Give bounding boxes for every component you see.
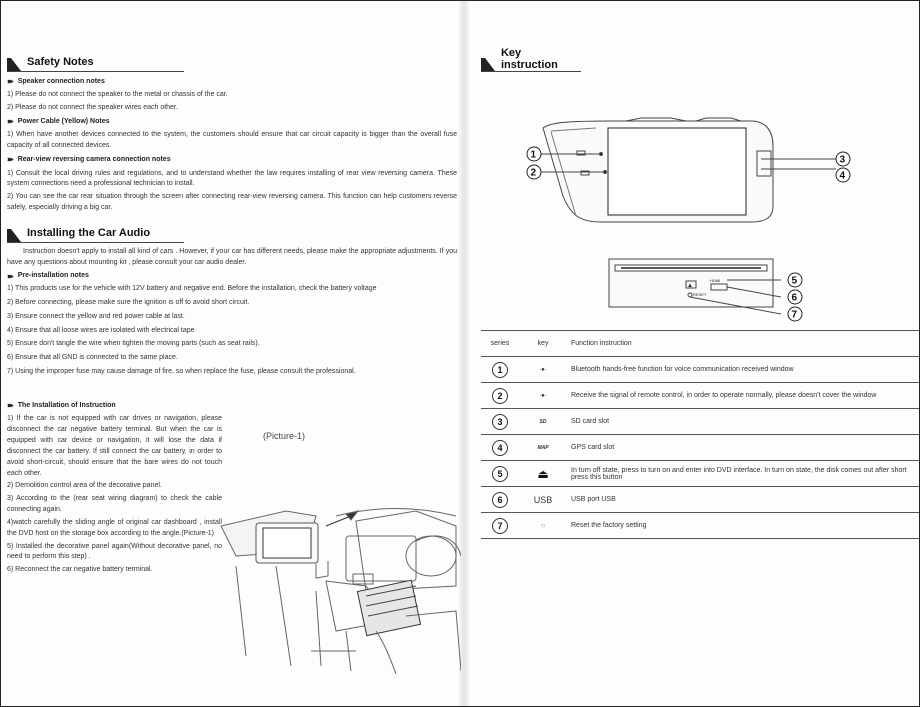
usb-icon: USB [519,486,567,513]
pre-item: 3) Ensure connect the yellow and red pow… [7,312,185,320]
row-number: 6 [492,491,508,508]
rear-heading: ➽Rear-view reversing camera connection n… [7,154,457,166]
inst-heading: ➽The Installation of Instruction [7,400,457,412]
pre-item: 5) Ensure don't tangle the wire when tig… [7,340,260,348]
left-column: Safety Notes ➽Speaker connection notes 1… [7,53,457,578]
row-number: 7 [492,517,508,534]
remote-sensor-icon: ·●· [519,382,567,409]
pre-list: 1) This products use for the vehicle wit… [7,284,457,378]
diagram-number-3: 3 [840,155,846,166]
row-number: 4 [492,439,508,456]
eject-label: ▲ [687,283,693,289]
row-number: 5 [492,465,508,482]
table-row: 2 ·●· Receive the signal of remote contr… [481,382,919,409]
pre-item: 2) Before connecting, please make sure t… [7,298,250,306]
row-function: Bluetooth hands-free function for voice … [567,356,919,383]
sd-icon: SD [519,408,567,435]
table-row: 5 ⏏ In turn off state, press to turn on … [481,460,919,487]
eject-icon: ⏏ [519,460,567,487]
table-row: 6 USB USB port USB [481,486,919,513]
diagram-number-5: 5 [792,276,798,287]
header-series: series [481,330,519,357]
speaker-item: 2) Please do not connect the speaker wir… [7,104,178,112]
hdmi-label: HDMI [710,278,720,283]
row-function: USB port USB [567,486,919,513]
power-heading: ➽Power Cable (Yellow) Notes [7,116,457,128]
inst-item: 5) Installed the decorative panel again(… [7,542,222,561]
inst-item: 2) Demolition control area of the decora… [7,482,162,490]
section-bullet-icon [7,58,21,71]
header-function: Function instruction [567,330,919,357]
arrow-icon: ➽ [7,155,14,165]
row-number: 1 [492,361,508,378]
arrow-icon: ➽ [7,77,14,86]
table-row: 7 ○ Reset the factory setting [481,512,919,539]
installing-title-text: Installing the Car Audio [27,226,151,239]
diagram-number-4: 4 [840,171,846,182]
power-text: 1) When have another devices connected t… [7,131,457,150]
mic-hole-icon: ·●· [519,356,567,383]
table-row: 1 ·●· Bluetooth hands-free function for … [481,356,919,383]
table-header-row: series key Function instruction [481,330,919,357]
rear-item: 2) You can see the car rear situation th… [7,193,457,212]
row-number: 2 [492,387,508,404]
inst-list: 1) If the car is not equipped with car d… [7,414,222,576]
safety-title: Safety Notes [7,53,184,72]
speaker-item: 1) Please do not connect the speaker to … [7,91,228,99]
key-function-table: series key Function instruction 1 ·●· Bl… [481,330,919,539]
key-title-text: Key instruction [500,47,558,71]
pre-heading: ➽Pre-installation notes [7,271,457,283]
inst-item: 1) If the car is not equipped with car d… [7,415,222,477]
page-fold [459,1,469,706]
rear-item: 1) Consult the local driving rules and r… [7,169,457,188]
key-title: Key instruction [481,47,581,72]
inst-item: 3) According to the (rear seat wiring di… [7,495,222,514]
picture-caption: (Picture-1) [263,431,306,441]
pre-item: 7) Using the improper fuse may cause dam… [7,368,356,376]
row-function: GPS card slot [567,434,919,461]
pre-item: 1) This products use for the vehicle wit… [7,285,377,292]
diagram-number-1: 1 [531,150,537,161]
header-key: key [519,330,567,357]
row-function: SD card slot [567,408,919,435]
safety-title-text: Safety Notes [27,55,94,68]
row-function: Receive the signal of remote control, in… [567,382,919,409]
map-icon: MAP [519,434,567,461]
table-row: 4 MAP GPS card slot [481,434,919,461]
arrow-icon: ➽ [7,400,14,410]
row-function: Reset the factory setting [567,512,919,539]
diagram-number-7: 7 [792,310,798,321]
inst-item: 4)watch carefully the sliding angle of o… [7,518,222,537]
arrow-icon: ➽ [7,117,14,127]
diagram-number-2: 2 [531,168,537,179]
car-dashboard-illustration [220,508,461,675]
pre-item: 6) Ensure that all GND is connected to t… [7,354,178,362]
pre-item: 4) Ensure that all loose wires are isola… [7,326,195,334]
right-column: Key instruction [481,47,919,539]
front-panel-diagram: ▲ HDMI RESET 1 2 3 4 5 6 7 [526,117,851,322]
section-bullet-icon [7,228,21,242]
diagram-number-6: 6 [792,293,798,304]
reset-icon: ○ [519,512,567,539]
installing-intro: Instruction doesn't apply to install all… [7,247,457,266]
arrow-icon: ➽ [7,271,14,281]
section-bullet-icon [481,58,495,71]
row-number: 3 [492,413,508,430]
inst-item: 6) Reconnect the car negative battery te… [7,566,153,574]
row-function: In turn off state, press to turn on and … [567,460,919,487]
reset-label: RESET [693,292,707,297]
table-row: 3 SD SD card slot [481,408,919,435]
speaker-heading: ➽Speaker connection notes [7,76,457,88]
installing-title: Installing the Car Audio [7,224,184,243]
